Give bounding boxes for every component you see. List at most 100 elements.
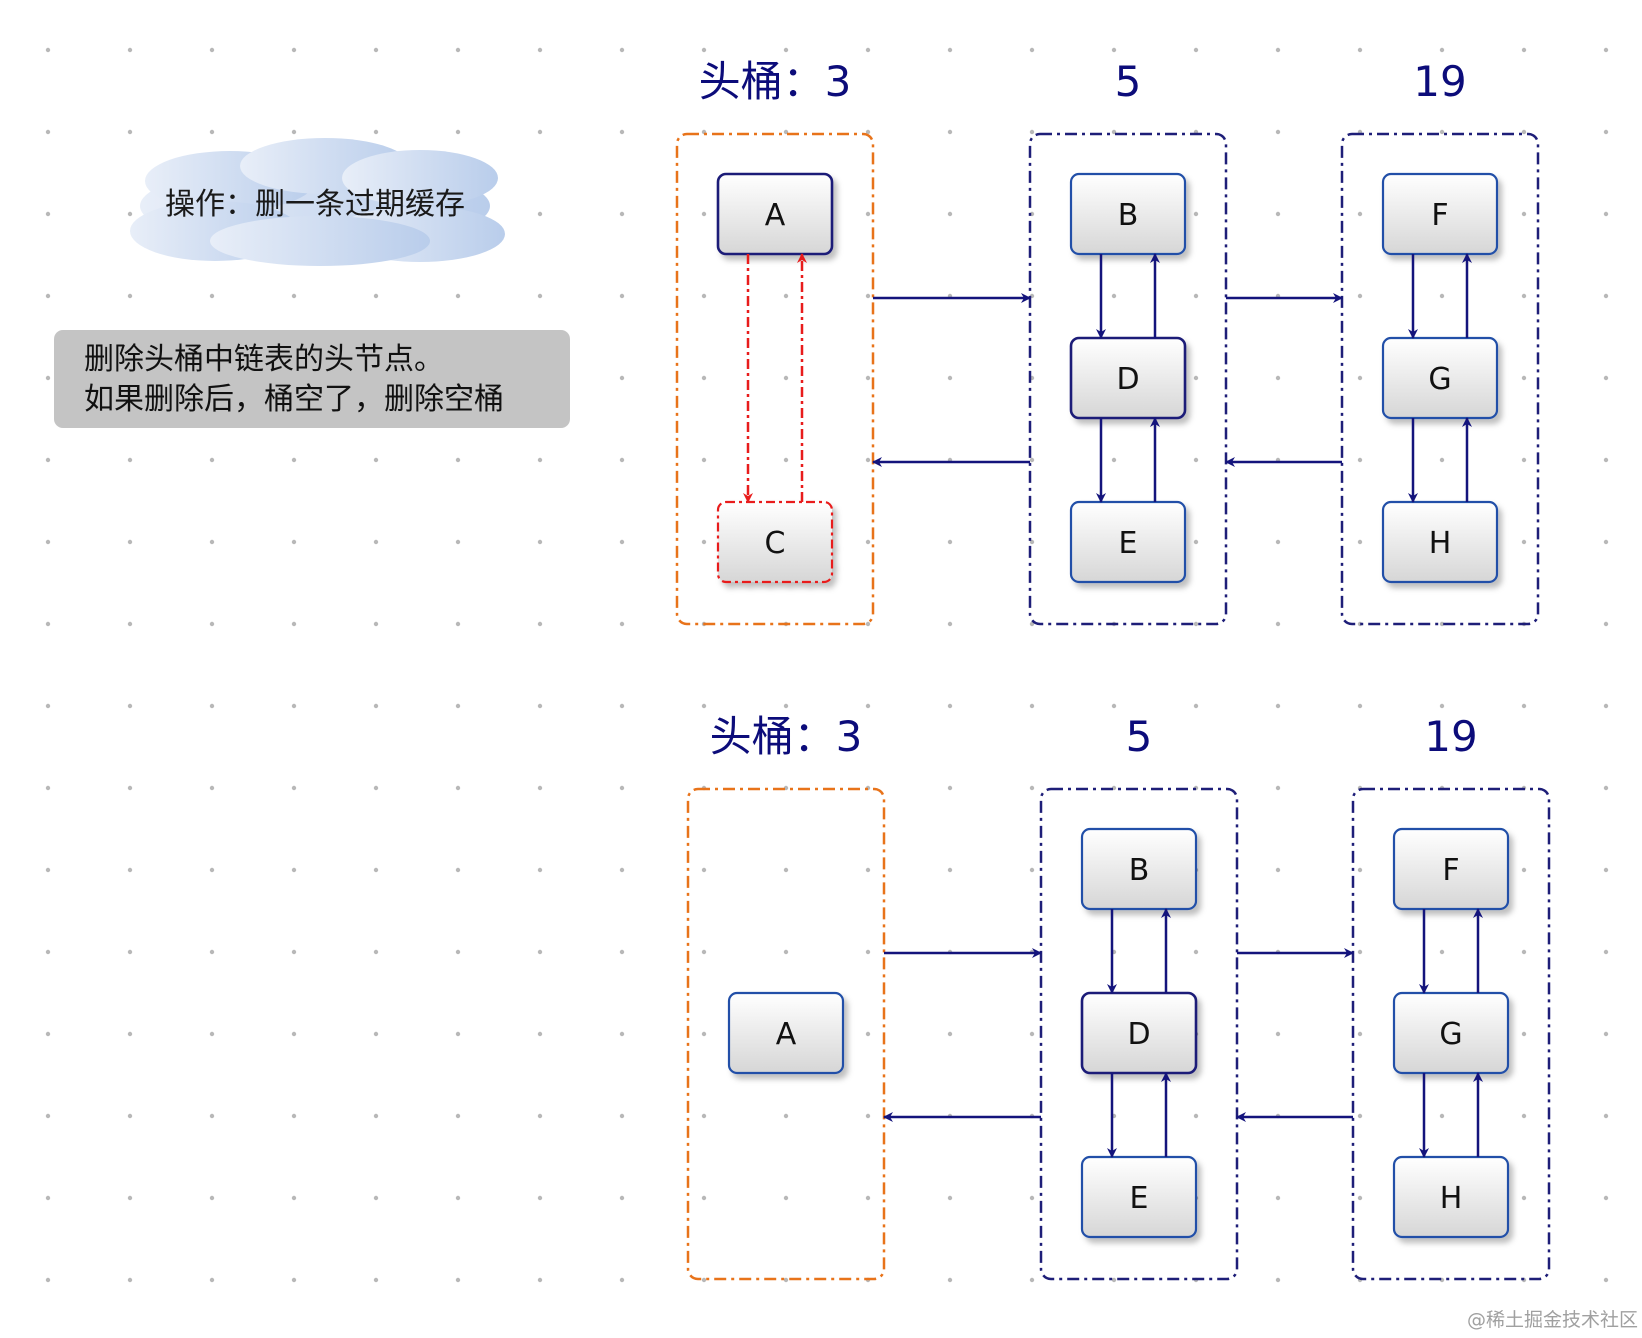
note-line-2: 如果删除后，桶空了，删除空桶 [84, 382, 504, 417]
grid-dot [1439, 621, 1445, 627]
grid-dot [1357, 949, 1363, 955]
grid-dot [1111, 47, 1117, 53]
grid-dot [127, 211, 133, 217]
node-box [1392, 827, 1510, 911]
node-label: A [776, 1017, 797, 1052]
grid-dot [1357, 211, 1363, 217]
grid-dot [455, 621, 461, 627]
node-label: H [1440, 1181, 1463, 1216]
node-E: E [1080, 1155, 1198, 1239]
grid-dot [701, 47, 707, 53]
bucket-title: 头桶：3 [710, 712, 863, 761]
grid-dot [455, 1031, 461, 1037]
grid-dot [291, 539, 297, 545]
grid-dot [1111, 1277, 1117, 1283]
bucket-border [686, 787, 886, 1281]
node-box [1069, 172, 1187, 256]
grid-dot [1603, 457, 1609, 463]
grid-dot [127, 457, 133, 463]
grid-dot [1275, 211, 1281, 217]
grid-dot [1275, 129, 1281, 135]
grid-dot [291, 785, 297, 791]
grid-dot [1603, 621, 1609, 627]
grid-dot [783, 703, 789, 709]
grid-dot [127, 1195, 133, 1201]
grid-dot [127, 703, 133, 709]
grid-dot [45, 785, 51, 791]
bucket-title: 5 [1126, 712, 1153, 761]
grid-dot [1603, 47, 1609, 53]
grid-dot [1603, 1195, 1609, 1201]
grid-dot [1193, 539, 1199, 545]
grid-dot [865, 47, 871, 53]
grid-dot [455, 867, 461, 873]
node-box [1080, 827, 1198, 911]
grid-dot [947, 1277, 953, 1283]
grid-dot [45, 867, 51, 873]
grid-dot [1357, 1113, 1363, 1119]
grid-dot [619, 1031, 625, 1037]
grid-dot [619, 1277, 625, 1283]
grid-dot [537, 1277, 543, 1283]
grid-dot [1193, 375, 1199, 381]
grid-dot [701, 293, 707, 299]
grid-dot [455, 47, 461, 53]
grid-dot [1193, 703, 1199, 709]
grid-dot [1357, 457, 1363, 463]
grid-dot [1603, 785, 1609, 791]
grid-dot [1521, 47, 1527, 53]
grid-dot [1275, 375, 1281, 381]
grid-dot [455, 949, 461, 955]
grid-dot [537, 949, 543, 955]
grid-dot [537, 867, 543, 873]
node-box [1392, 991, 1510, 1075]
node-label: B [1118, 198, 1139, 233]
node-box [727, 991, 845, 1075]
grid-dot [127, 293, 133, 299]
grid-dot [619, 703, 625, 709]
grid-dot [1193, 1113, 1199, 1119]
grid-dot [701, 1031, 707, 1037]
grid-dot [537, 703, 543, 709]
grid-dot [291, 47, 297, 53]
grid-dot [1521, 1113, 1527, 1119]
node-box [1080, 1155, 1198, 1239]
node-H: H [1381, 500, 1499, 584]
grid-dot [209, 621, 215, 627]
grid-dot [1439, 293, 1445, 299]
grid-dot [455, 539, 461, 545]
grid-dot [291, 1277, 297, 1283]
grid-dot [45, 1113, 51, 1119]
grid-dot [45, 539, 51, 545]
grid-dot [701, 1113, 707, 1119]
grid-dot [209, 539, 215, 545]
grid-dot [373, 457, 379, 463]
grid-dot [1439, 457, 1445, 463]
node-F: F [1381, 172, 1499, 256]
node-label: E [1119, 526, 1138, 561]
grid-dot [619, 457, 625, 463]
grid-dot [865, 1195, 871, 1201]
grid-dot [783, 47, 789, 53]
grid-dot [209, 1031, 215, 1037]
grid-dot [455, 293, 461, 299]
grid-dot [291, 1195, 297, 1201]
grid-dot [373, 949, 379, 955]
node-box [1392, 1155, 1510, 1239]
grid-dot [45, 293, 51, 299]
grid-dot [373, 621, 379, 627]
grid-dot [947, 129, 953, 135]
grid-dot [1111, 457, 1117, 463]
grid-dot [127, 47, 133, 53]
grid-dot [45, 1031, 51, 1037]
grid-dot [1275, 785, 1281, 791]
grid-dot [1111, 293, 1117, 299]
grid-dot [1029, 703, 1035, 709]
bucket-border [1039, 787, 1239, 1281]
grid-dot [1521, 539, 1527, 545]
grid-dot [701, 1195, 707, 1201]
cloud-shape [130, 138, 505, 266]
grid-dot [291, 129, 297, 135]
node-box [1080, 991, 1198, 1075]
